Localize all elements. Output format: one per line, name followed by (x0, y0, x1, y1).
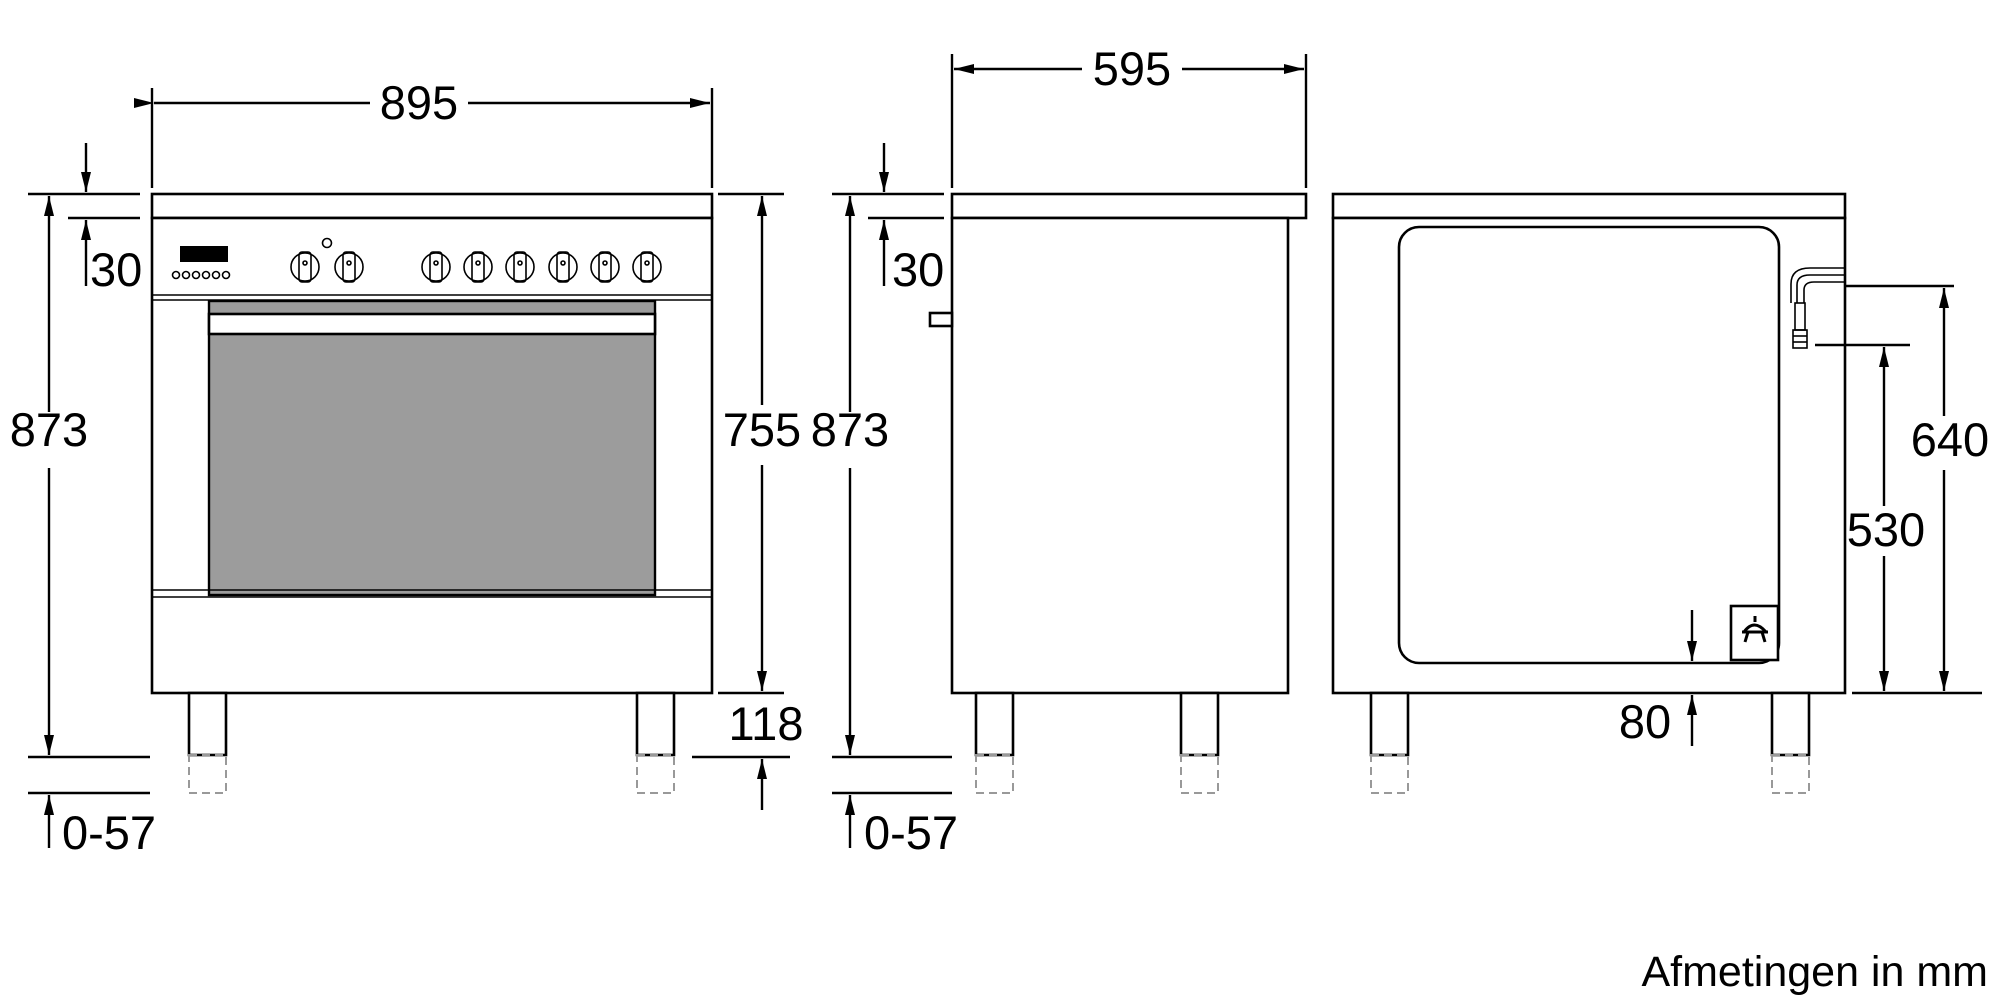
side-knob-stub (928, 311, 954, 328)
side-leg-adjust-label: 0-57 (864, 806, 958, 859)
oven-door-window (207, 299, 657, 597)
control-knob-icon (590, 251, 620, 283)
side-leg-back-extension (1180, 754, 1219, 794)
control-knob-icon (421, 251, 451, 283)
front-leg-right (635, 691, 676, 757)
front-body-height-label: 755 (723, 403, 801, 456)
front-leg-adjust-label: 0-57 (62, 806, 156, 859)
back-leg-left-extension (1370, 754, 1409, 794)
side-leg-front (974, 691, 1015, 757)
back-view: 640 530 80 (1331, 192, 1989, 794)
back-connection-height-label: 640 (1911, 413, 1989, 466)
back-leg-right-extension (1771, 754, 1810, 794)
front-leg-left (187, 691, 228, 757)
back-leg-right (1770, 691, 1811, 757)
flame-icon (1742, 616, 1768, 643)
front-worktop (150, 192, 714, 220)
front-leg-height-label: 118 (729, 697, 804, 750)
control-knob-icon (632, 251, 662, 283)
back-inner-height-label: 530 (1847, 503, 1925, 556)
control-display (180, 246, 228, 262)
front-leg-left-extension (188, 754, 227, 794)
front-width-label: 895 (380, 76, 458, 129)
oven-door-handle (207, 312, 657, 336)
back-panel (1397, 225, 1781, 665)
control-knob-icon (505, 251, 535, 283)
control-knobs (290, 251, 662, 283)
control-knob-icon (463, 251, 493, 283)
front-top-offset-label: 30 (90, 243, 142, 296)
units-caption: Afmetingen in mm (1641, 948, 1988, 996)
back-bottom-offset-label: 80 (1619, 695, 1671, 748)
control-knob-icon (548, 251, 578, 283)
side-leg-front-extension (975, 754, 1014, 794)
back-worktop (1331, 192, 1847, 220)
control-buttons (171, 270, 231, 280)
side-view: 595 873 30 0-57 (811, 42, 1308, 859)
side-top-offset-label: 30 (892, 243, 944, 296)
control-knob-icon (290, 251, 320, 283)
front-leg-right-extension (636, 754, 675, 794)
front-height-label: 873 (10, 403, 88, 456)
side-worktop (950, 192, 1308, 220)
side-depth-label: 595 (1093, 42, 1171, 95)
side-leg-back (1179, 691, 1220, 757)
front-view: 895 873 30 0-57 755 118 (10, 76, 804, 859)
control-knob-icon (334, 251, 364, 283)
gas-connection-icon (1790, 267, 1845, 349)
back-leg-left (1369, 691, 1410, 757)
side-body (950, 216, 1290, 695)
indicator-light-icon (321, 237, 333, 249)
side-height-label: 873 (811, 403, 889, 456)
